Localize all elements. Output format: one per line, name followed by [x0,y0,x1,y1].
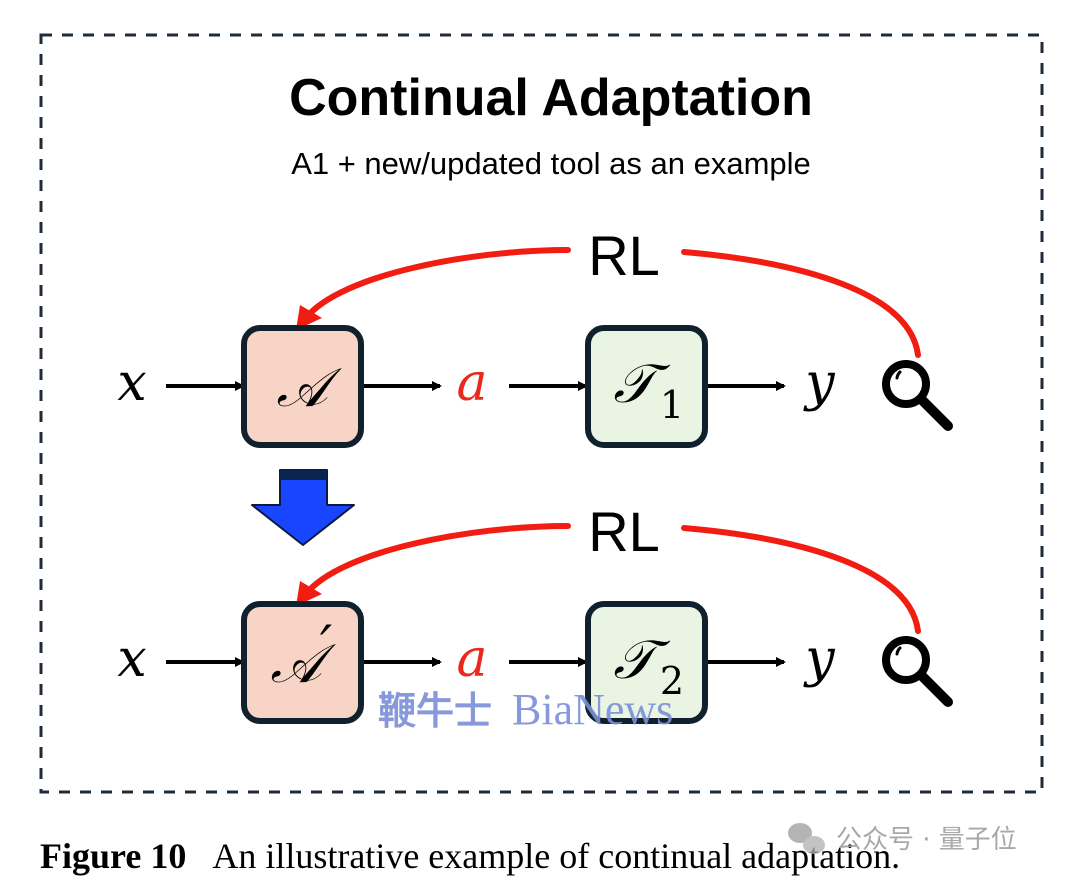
svg-text:BiaNews: BiaNews [512,685,673,734]
row-1: RL x 𝒜 a 𝒯 1 y [117,224,953,448]
row-2: RL x 𝒜 ′ a 𝒯 2 y [117,500,953,724]
rl-label-1: RL [588,224,660,287]
rl-arrowhead-2 [296,581,322,606]
tool-box-2 [585,601,708,724]
rl-arrowhead-1 [296,305,322,330]
agent-box-1 [241,325,364,448]
output-y-1: y [803,353,835,413]
rl-feedback-arrow-2 [303,523,571,597]
magnifier-icon [882,360,953,431]
agent-prime-2: ′ [320,614,332,677]
svg-text:鞭牛士: 鞭牛士 [378,688,492,733]
action-a-2: a [456,629,487,689]
tool-box-1 [585,325,708,448]
action-a-1: a [456,353,487,413]
rl-feedback-line-1 [681,249,921,358]
caption-label: Figure 10 [40,836,186,876]
tool-subscript-1: 1 [660,383,684,427]
rl-label-2: RL [588,500,660,563]
down-arrow-icon [251,469,355,546]
rl-feedback-arrow-1 [303,247,571,321]
magnifier-icon [882,636,953,707]
figure-title: Continual Adaptation [289,69,813,127]
wechat-icon [788,823,825,854]
tool-subscript-2: 2 [660,659,684,703]
input-x-2: x [117,629,146,689]
figure-caption: Figure 10 An illustrative example of con… [40,836,900,876]
dashed-border [39,33,1044,794]
figure-subtitle: A1 + new/updated tool as an example [291,146,811,181]
agent-box-2 [241,601,364,724]
caption-text: An illustrative example of continual ada… [212,836,900,876]
rl-feedback-line-2 [681,525,921,634]
watermark-wechat: 公众号 · 量子位 [788,823,1017,855]
svg-text:公众号 · 量子位: 公众号 · 量子位 [836,825,1017,855]
input-x-1: x [117,353,146,413]
watermark-bianews: 鞭牛士 BiaNews [378,685,673,734]
output-y-2: y [803,629,835,689]
